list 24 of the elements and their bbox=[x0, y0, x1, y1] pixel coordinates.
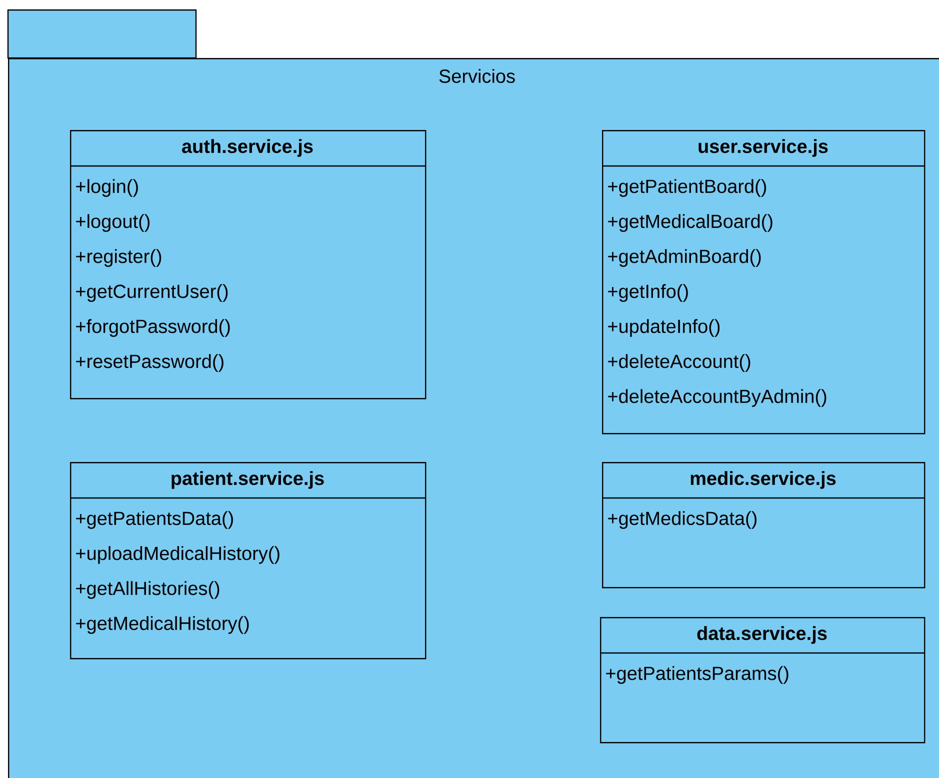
method-text: +getPatientBoard() bbox=[608, 179, 766, 197]
class-box: auth.service.js +login() +logout() +register() +getCurrentUser() +forgotPassword() +resetPassword() bbox=[70, 130, 426, 400]
method-text: +forgotPassword() bbox=[76, 319, 230, 337]
method-text: +getPatientsParams() bbox=[606, 666, 788, 684]
method-text: +getPatientsData() bbox=[76, 511, 233, 529]
method-text: +getInfo() bbox=[608, 284, 688, 302]
method-text: +resetPassword() bbox=[76, 354, 224, 372]
method-text: +getMedicsData() bbox=[608, 511, 756, 529]
method-text: +getMedicalBoard() bbox=[608, 214, 772, 232]
method-text: +uploadMedicalHistory() bbox=[76, 546, 280, 564]
method-text: +getAllHistories() bbox=[76, 581, 220, 599]
class-box: medic.service.js +getMedicsData() bbox=[602, 462, 926, 588]
method-text: +getMedicalHistory() bbox=[76, 616, 249, 634]
method-text: +logout() bbox=[76, 214, 150, 232]
method-text: +login() bbox=[76, 179, 138, 197]
class-box: user.service.js +getPatientBoard() +getMedicalBoard() +getAdminBoard() +getInfo() +updateInfo() +deleteAccount() +deleteAccountByAdmin() bbox=[602, 130, 926, 434]
method-text: +updateInfo() bbox=[608, 319, 720, 337]
method-text: +register() bbox=[76, 249, 162, 267]
method-text: +getCurrentUser() bbox=[76, 284, 228, 302]
class-box: data.service.js +getPatientsParams() bbox=[600, 617, 926, 744]
method-text: +getAdminBoard() bbox=[608, 249, 761, 267]
method-text: +deleteAccountByAdmin() bbox=[608, 389, 826, 407]
method-text: +deleteAccount() bbox=[608, 354, 750, 372]
class-box: patient.service.js +getPatientsData() +uploadMedicalHistory() +getAllHistories() +getMedicalHistory() bbox=[70, 462, 426, 660]
